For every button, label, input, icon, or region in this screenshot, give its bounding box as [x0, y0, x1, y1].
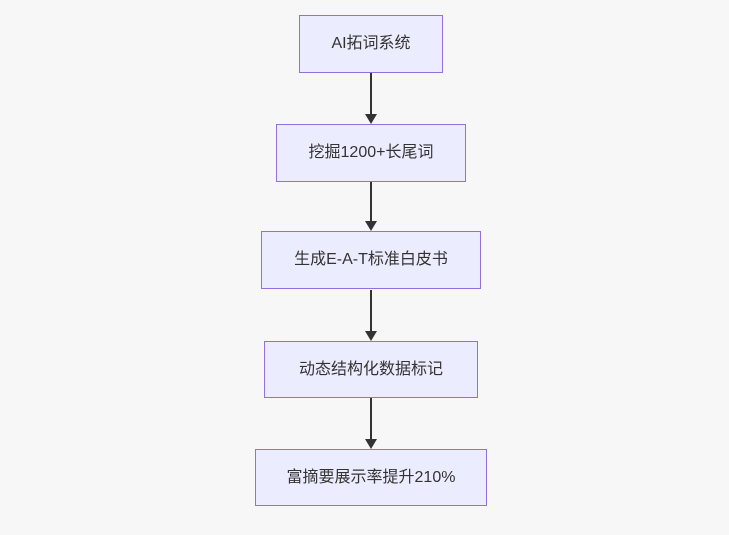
arrow-head-icon [365, 439, 377, 449]
arrow-line-4 [370, 398, 372, 439]
flow-node-eat-whitepaper: 生成E-A-T标准白皮书 [261, 231, 481, 289]
flow-node-longtail-mining: 挖掘1200+长尾词 [276, 124, 466, 182]
flow-node-label: 挖掘1200+长尾词 [308, 144, 434, 162]
flow-node-label: AI拓词系统 [331, 35, 411, 53]
flow-node-rich-snippet-result: 富摘要展示率提升210% [255, 449, 487, 506]
arrow-line-1 [370, 73, 372, 114]
flow-node-label: 动态结构化数据标记 [298, 360, 443, 378]
arrow-head-icon [365, 221, 377, 231]
arrow-line-2 [370, 182, 372, 221]
flow-node-structured-data: 动态结构化数据标记 [264, 341, 478, 398]
arrow-head-icon [365, 114, 377, 124]
flow-node-label: 富摘要展示率提升210% [286, 468, 456, 486]
arrow-line-3 [370, 290, 372, 331]
flow-node-ai-keyword-system: AI拓词系统 [299, 15, 443, 73]
arrow-head-icon [365, 331, 377, 341]
flow-node-label: 生成E-A-T标准白皮书 [294, 251, 448, 269]
